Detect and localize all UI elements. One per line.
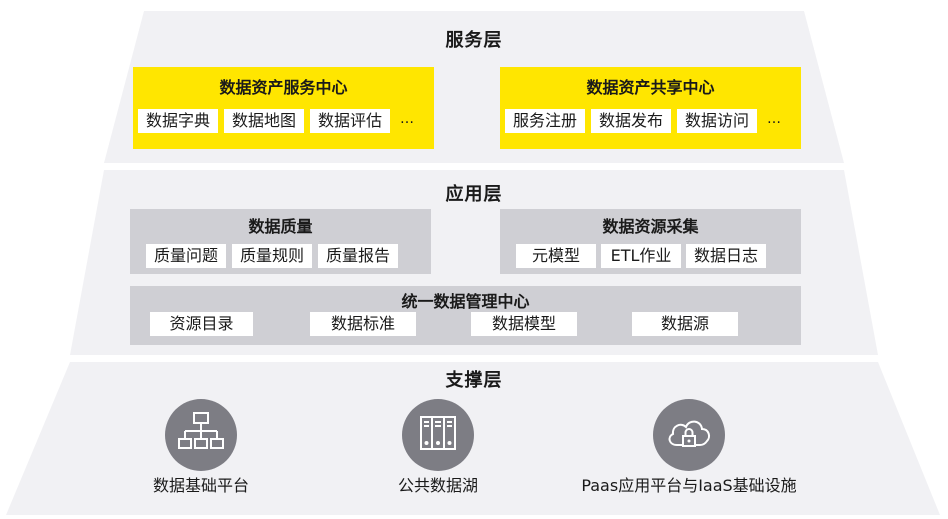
server-rack-icon xyxy=(420,416,456,450)
support-item-label: Paas应用平台与IaaS基础设施 xyxy=(581,476,797,495)
asset-service-center-title: 数据资产服务中心 xyxy=(219,78,348,97)
support-layer-title: 支撑层 xyxy=(445,370,503,391)
chip-resource-catalog: 资源目录 xyxy=(150,312,253,336)
chip-data-log: 数据日志 xyxy=(686,244,766,268)
data-quality-panel: 数据质量 质量问题 质量规则 质量报告 xyxy=(130,209,431,274)
network-hierarchy-icon xyxy=(178,412,224,449)
chip-data-source: 数据源 xyxy=(632,312,738,336)
management-center-panel: 统一数据管理中心 资源目录 数据标准 数据模型 数据源 xyxy=(130,286,801,345)
data-collection-title: 数据资源采集 xyxy=(602,217,699,236)
support-item-icon-circle xyxy=(165,399,237,471)
support-item-icon-circle xyxy=(402,399,474,471)
chip-data-model: 数据模型 xyxy=(471,312,577,336)
data-collection-panel: 数据资源采集 元模型 ETL作业 数据日志 xyxy=(500,209,801,274)
support-item-icon-circle xyxy=(653,399,725,471)
chip-data-access: 数据访问 xyxy=(677,109,757,133)
application-layer-title: 应用层 xyxy=(445,184,503,205)
management-center-title: 统一数据管理中心 xyxy=(401,292,530,311)
more-ellipsis: … xyxy=(400,111,414,127)
support-item-label: 公共数据湖 xyxy=(397,476,478,495)
cloud-lock-icon xyxy=(668,420,711,447)
chip-quality-rules: 质量规则 xyxy=(232,244,312,268)
chip-data-assessment: 数据评估 xyxy=(310,109,390,133)
service-layer-title: 服务层 xyxy=(445,30,503,51)
asset-sharing-center-panel: 数据资产共享中心 服务注册 数据发布 数据访问 … xyxy=(500,67,801,149)
chip-service-registry: 服务注册 xyxy=(505,109,585,133)
chip-data-map: 数据地图 xyxy=(224,109,304,133)
support-item-label: 数据基础平台 xyxy=(152,476,249,495)
data-quality-title: 数据质量 xyxy=(248,217,313,236)
chip-etl-job: ETL作业 xyxy=(601,244,681,268)
chip-data-publish: 数据发布 xyxy=(591,109,671,133)
chip-quality-report: 质量报告 xyxy=(318,244,398,268)
asset-service-center-panel: 数据资产服务中心 数据字典 数据地图 数据评估 … xyxy=(133,67,434,149)
chip-data-dictionary: 数据字典 xyxy=(138,109,218,133)
chip-data-standard: 数据标准 xyxy=(310,312,416,336)
asset-sharing-center-title: 数据资产共享中心 xyxy=(586,78,715,97)
chip-meta-model: 元模型 xyxy=(516,244,596,268)
chip-quality-issues: 质量问题 xyxy=(146,244,226,268)
more-ellipsis: … xyxy=(767,111,781,127)
